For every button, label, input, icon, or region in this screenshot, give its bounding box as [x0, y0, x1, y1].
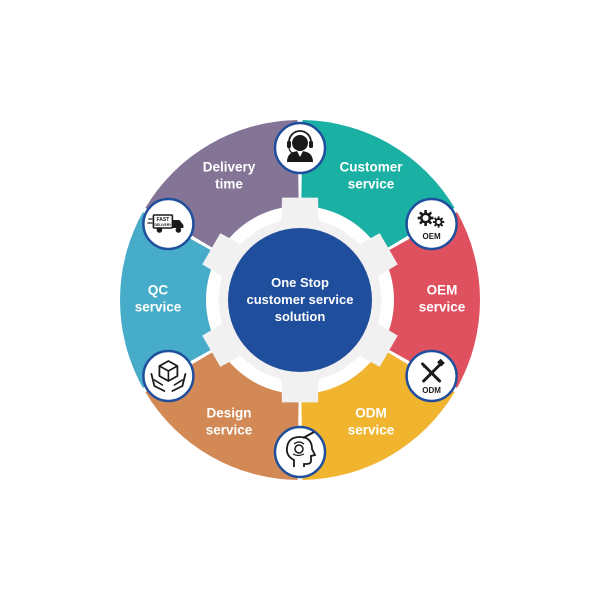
segment-label-delivery-time-line-2: time [215, 177, 243, 192]
segment-label-customer-service-line-1: Customer [339, 160, 403, 175]
odm-tools-icon: ODM [405, 349, 458, 403]
oem-gears-icon: OEM [405, 197, 458, 251]
oem-badge-text: OEM [422, 232, 441, 241]
segment-label-customer-service: Customer service [339, 160, 403, 192]
segment-qc-service [120, 212, 218, 388]
labels-layer: CustomerserviceOEMserviceODMserviceDesig… [135, 160, 466, 438]
segment-label-odm-service-line-1: ODM [355, 405, 387, 420]
segment-label-customer-service-line-2: service [348, 177, 395, 192]
segment-label-oem-service-line-1: OEM [427, 283, 458, 298]
segment-oem-service [382, 212, 480, 388]
center-title-line-1: One Stop [271, 275, 329, 290]
center-disc [228, 228, 372, 372]
segment-label-odm-service: ODM service [348, 405, 395, 437]
segment-label-design-service-line-2: service [206, 422, 253, 437]
fast-delivery-badge-line-2: DELIVERY [154, 223, 172, 227]
segment-label-delivery-time: Delivery time [203, 160, 256, 192]
segment-label-design-service-line-1: Design [206, 405, 251, 420]
segment-label-design-service: Design service [206, 405, 253, 437]
segment-label-qc-service-line-2: service [135, 300, 182, 315]
segment-label-qc-service: QC service [135, 283, 182, 315]
design-head-icon [273, 425, 327, 479]
center-title-line-2: customer service [247, 292, 354, 307]
hands-box-icon [142, 349, 195, 403]
segment-label-oem-service-line-2: service [419, 300, 466, 315]
headset-agent-icon [273, 121, 327, 175]
center-title: One Stop customer service solution [247, 275, 354, 324]
segment-label-odm-service-line-2: service [348, 422, 395, 437]
segment-label-delivery-time-line-1: Delivery [203, 160, 256, 175]
center-title-line-3: solution [275, 309, 326, 324]
segment-label-oem-service: OEM service [419, 283, 466, 315]
segment-label-qc-service-line-1: QC [148, 283, 169, 298]
odm-badge-text: ODM [422, 386, 441, 395]
fast-delivery-badge-line-1: FAST [157, 217, 170, 223]
